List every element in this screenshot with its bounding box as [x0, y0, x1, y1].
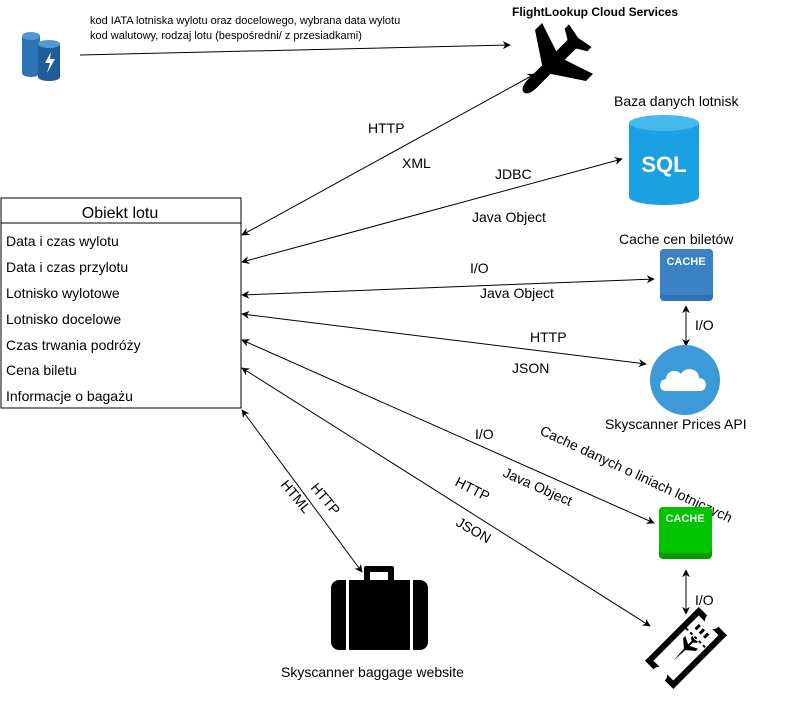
flight-object-field: Informacje o bagażu: [6, 388, 133, 404]
price-cache-title: Cache cen biletów: [619, 231, 734, 247]
price-cache-arrow: [241, 275, 655, 299]
flight-object-box: Obiekt lotu Data i czas wylotu Data i cz…: [0, 197, 242, 409]
edge-label-baggage-request: HTTP: [308, 480, 344, 518]
edge-label-api-request: HTTP: [530, 329, 567, 345]
edge-label-price-cache-response: Java Object: [480, 285, 554, 301]
flight-ticket-icon: [644, 606, 728, 690]
flightlookup-title: FlightLookup Cloud Services: [512, 5, 678, 19]
baggage-arrow: [241, 409, 363, 573]
request-description-line1: kod IATA lotniska wylotu oraz docelowego…: [90, 15, 400, 27]
flight-object-field: Data i czas przylotu: [6, 259, 128, 275]
request-arrow: [79, 41, 511, 56]
request-description-line2: kod walutowy, rodzaj lotu (bespośredni/ …: [90, 30, 362, 42]
edge-label-baggage-response: HTML: [278, 477, 315, 517]
flight-object-title: Obiekt lotu: [82, 205, 158, 222]
baggage-title: Skyscanner baggage website: [281, 664, 464, 680]
suitcase-icon: [331, 566, 428, 650]
route-cache-badge: CACHE: [665, 513, 704, 525]
edge-label-flight-response: XML: [402, 155, 431, 171]
sql-database-icon: SQL: [629, 115, 699, 205]
flight-object-field: Cena biletu: [6, 362, 77, 378]
sql-badge-label: SQL: [641, 152, 686, 177]
cloud-icon: [650, 345, 720, 415]
edge-label-ticket-response: JSON: [454, 514, 494, 547]
edge-label-flight-request: HTTP: [368, 120, 405, 136]
edge-label-route-cache-ticket: I/O: [695, 592, 714, 608]
edge-label-api-response: JSON: [512, 360, 549, 376]
airplane-icon: [522, 22, 594, 94]
airport-db-arrow: [241, 157, 623, 264]
flight-object-field: Lotnisko docelowe: [6, 311, 121, 327]
aws-data-pipeline-icon: [22, 32, 60, 81]
edge-label-route-cache-request: I/O: [475, 426, 494, 442]
price-cache-badge: CACHE: [666, 256, 705, 268]
flight-object-field: Lotnisko wylotowe: [6, 285, 120, 301]
cache-icon: CACHE: [660, 249, 713, 301]
prices-api-title: Skyscanner Prices API: [605, 416, 747, 432]
edge-label-db-request: JDBC: [495, 166, 532, 182]
airport-db-title: Baza danych lotnisk: [614, 93, 740, 109]
flight-object-field: Data i czas wylotu: [6, 233, 119, 249]
edge-label-db-response: Java Object: [472, 209, 546, 225]
edge-label-route-cache-response: Java Object: [501, 464, 575, 509]
cache-icon: CACHE: [659, 507, 712, 559]
flight-object-field: Czas trwania podróży: [6, 337, 141, 353]
edge-label-price-cache-api: I/O: [695, 317, 714, 333]
prices-api-arrow: [241, 310, 647, 368]
edge-label-ticket-request: HTTP: [453, 473, 493, 504]
edge-label-price-cache-request: I/O: [470, 260, 489, 276]
